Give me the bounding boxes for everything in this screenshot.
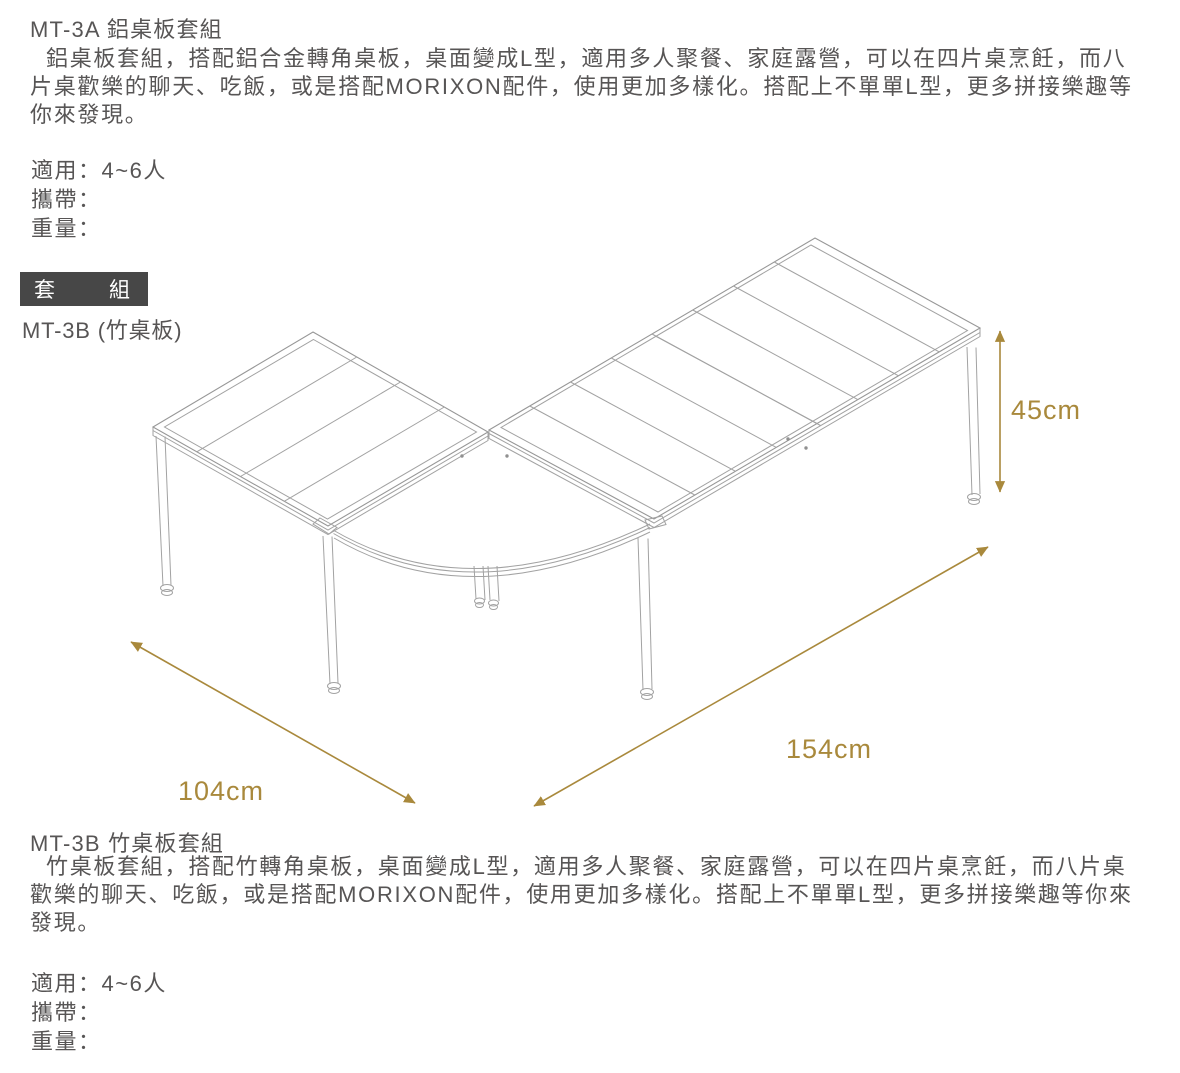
length-dimension-arrow	[533, 546, 989, 807]
set-badge-char-left: 套	[34, 279, 55, 302]
variant-label: MT-3B (竹桌板)	[22, 318, 183, 343]
set-badge: 套 組	[20, 272, 148, 306]
spec-label: 重量：	[31, 216, 102, 241]
spec-row-carry: 攜帶：	[31, 998, 167, 1027]
spec-row-suitable: 適用：4~6人	[31, 156, 167, 185]
section-a-title: MT-3A 鋁桌板套組	[30, 17, 223, 42]
section-b-specs: 適用：4~6人 攜帶： 重量：	[31, 969, 167, 1056]
spec-label: 攜帶：	[31, 187, 102, 212]
section-b-title: MT-3B 竹桌板套組	[30, 831, 225, 856]
set-badge-char-right: 組	[109, 279, 130, 302]
section-a-specs: 適用：4~6人 攜帶： 重量：	[31, 156, 167, 243]
right-table-drawing	[487, 237, 982, 529]
corner-board-drawing	[312, 515, 667, 610]
spec-row-weight: 重量：	[31, 214, 167, 243]
length-dimension-label: 154cm	[786, 734, 872, 764]
spec-value: 4~6人	[101, 971, 167, 996]
spec-label: 適用：	[31, 158, 102, 183]
table-legs-drawing	[155, 346, 981, 700]
spec-label: 攜帶：	[31, 1000, 102, 1025]
spec-value: 4~6人	[101, 158, 167, 183]
spec-row-suitable: 適用：4~6人	[31, 969, 167, 998]
section-a-description: 鋁桌板套組，搭配鋁合金轉角桌板，桌面變成L型，適用多人聚餐、家庭露營，可以在四片…	[30, 46, 1133, 127]
spec-row-carry: 攜帶：	[31, 185, 167, 214]
spec-label: 適用：	[31, 971, 102, 996]
section-b-description: 竹桌板套組，搭配竹轉角桌板，桌面變成L型，適用多人聚餐、家庭露營，可以在四片桌烹…	[30, 854, 1133, 935]
height-dimension-label: 45cm	[1011, 395, 1081, 425]
spec-label: 重量：	[31, 1029, 102, 1054]
left-table-drawing	[151, 331, 490, 536]
dimension-annotations: 45cm 154cm 104cm	[130, 330, 1081, 807]
spec-row-weight: 重量：	[31, 1027, 167, 1056]
width-dimension-arrow	[130, 641, 416, 804]
width-dimension-label: 104cm	[178, 776, 264, 806]
